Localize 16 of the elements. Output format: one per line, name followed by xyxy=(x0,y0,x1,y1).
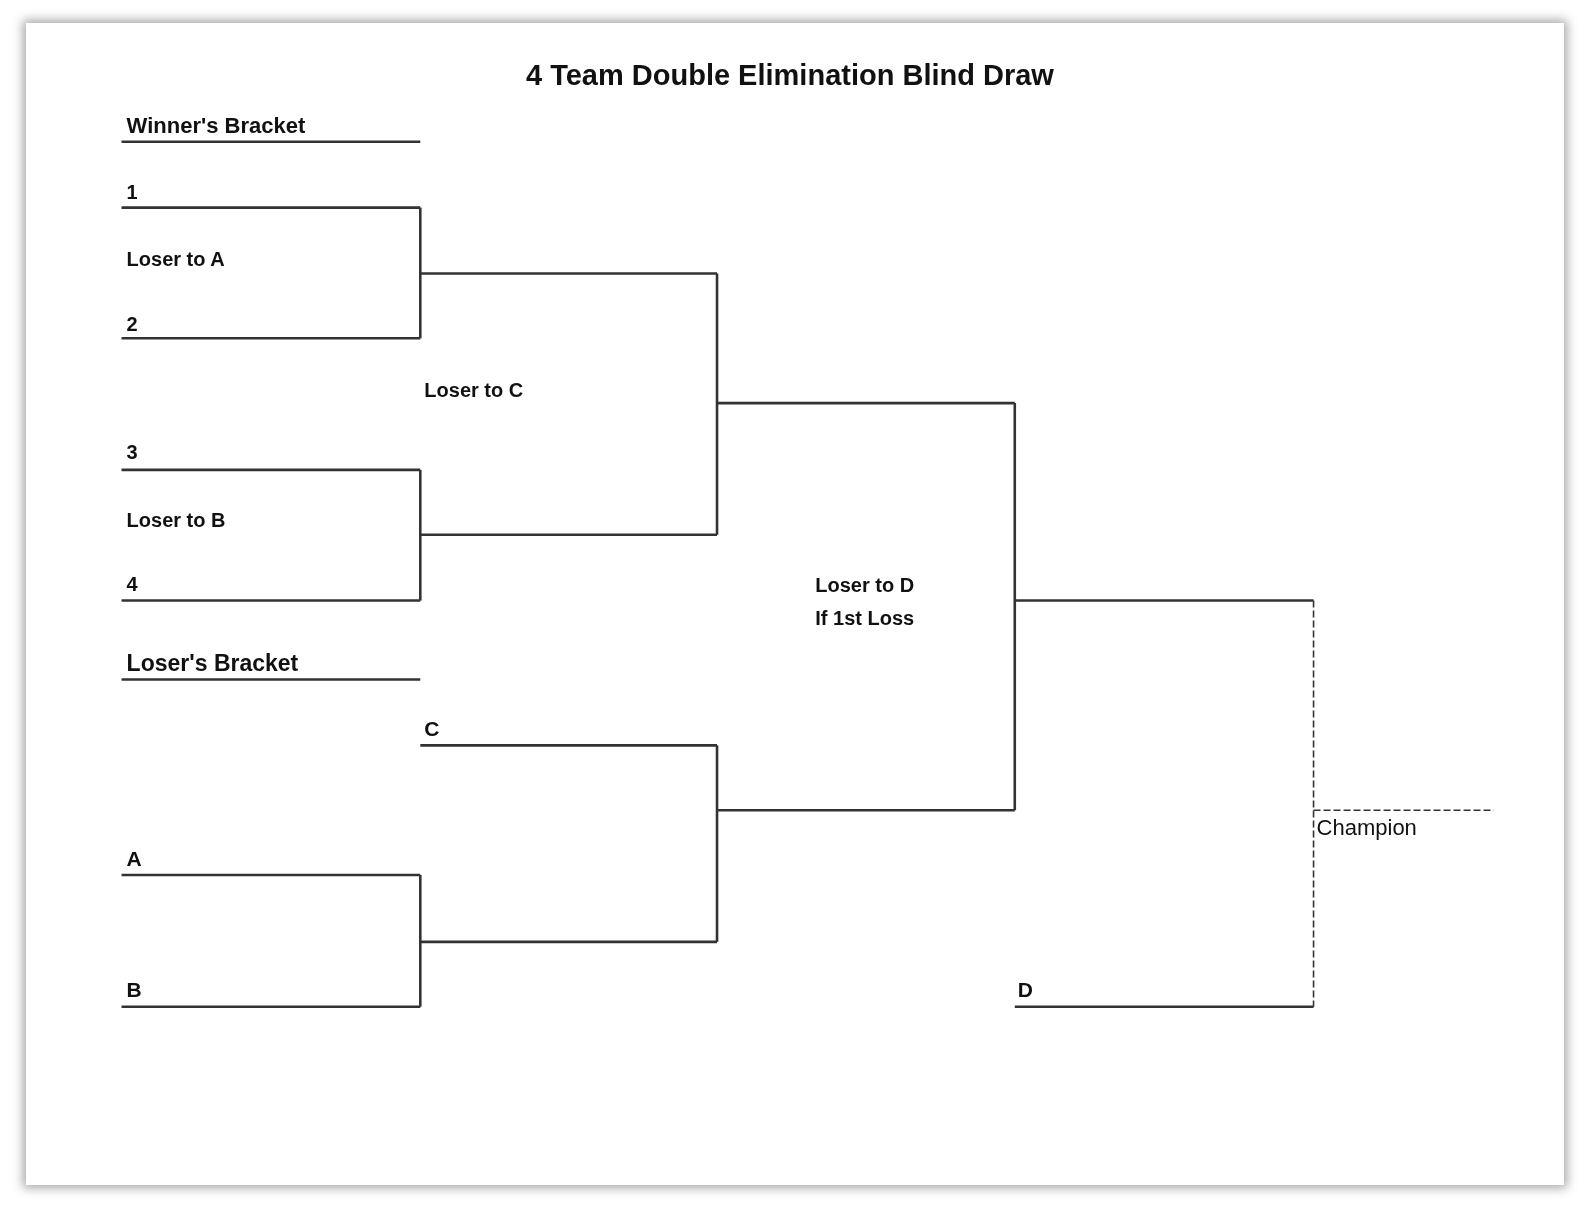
seed-number: 2 xyxy=(126,312,138,336)
title: 4 Team Double Elimination Blind Draw xyxy=(525,59,1054,93)
loser-note: Loser to C xyxy=(424,379,524,403)
seed-number: 1 xyxy=(126,180,138,204)
bracket-heading: Winner's Bracket xyxy=(126,112,306,139)
slot-letter: D xyxy=(1017,978,1033,1003)
slot-letter: C xyxy=(424,717,440,742)
bracket-heading: Loser's Bracket xyxy=(126,650,299,677)
slot-letter: A xyxy=(126,846,142,871)
slot-letter: B xyxy=(126,978,142,1003)
seed-number: 4 xyxy=(126,572,138,596)
loser-note: Loser to A xyxy=(126,247,225,271)
loser-note: Loser to D If 1st Loss xyxy=(815,572,916,631)
seed-number: 3 xyxy=(126,441,138,465)
loser-note: Loser to B xyxy=(126,509,226,533)
champion-label: Champion xyxy=(1316,814,1417,841)
